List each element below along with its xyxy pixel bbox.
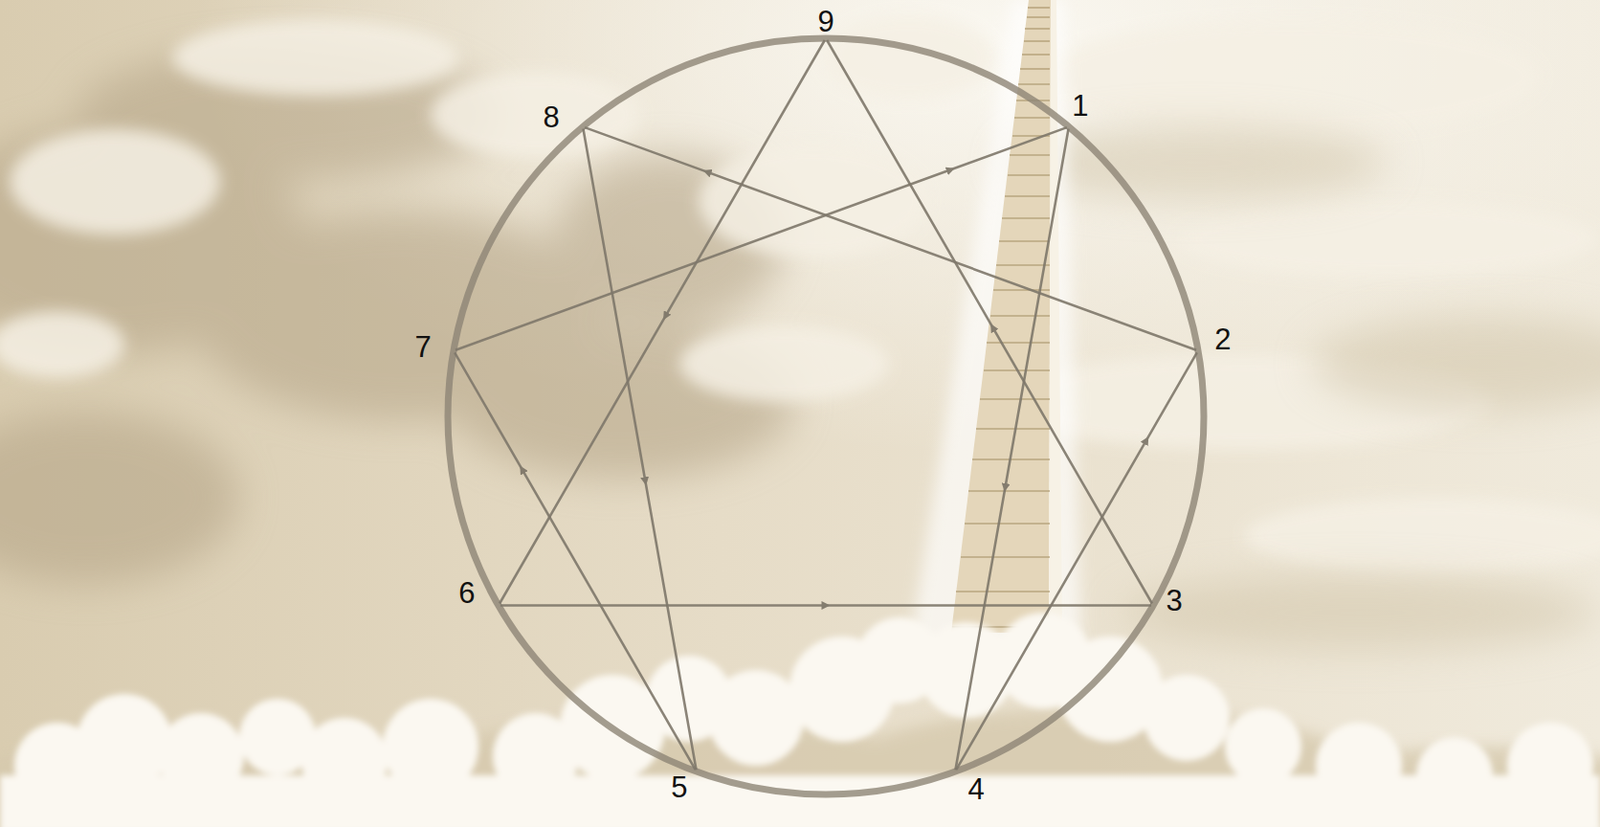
enneagram-point: 4 <box>953 769 957 774</box>
enneagram-point: 7 <box>451 348 456 353</box>
point-number: 9 <box>817 6 834 37</box>
point-number: 6 <box>458 577 475 607</box>
enneagram-point: 3 <box>1151 603 1156 608</box>
enneagram-point: 8 <box>580 124 585 129</box>
enneagram-line <box>500 603 1152 607</box>
point-number: 1 <box>1071 90 1089 121</box>
point-number: 5 <box>670 772 688 802</box>
enneagram-point: 1 <box>1066 124 1071 129</box>
enneagram-line <box>499 40 825 604</box>
point-number: 4 <box>967 774 984 804</box>
enneagram-point: 5 <box>694 769 699 774</box>
enneagram-line <box>455 127 1067 351</box>
enneagram-point: 6 <box>496 603 501 608</box>
point-number: 3 <box>1165 584 1182 615</box>
enneagram-line <box>955 352 1198 770</box>
enneagram-point: 9 <box>823 36 828 41</box>
enneagram-line <box>454 352 696 770</box>
enneagram-line <box>826 40 1153 604</box>
enneagram-point: 2 <box>1196 348 1200 353</box>
point-number: 2 <box>1214 324 1231 355</box>
point-number: 8 <box>542 102 559 133</box>
enneagram-line <box>584 127 1197 351</box>
point-number: 7 <box>414 332 431 362</box>
